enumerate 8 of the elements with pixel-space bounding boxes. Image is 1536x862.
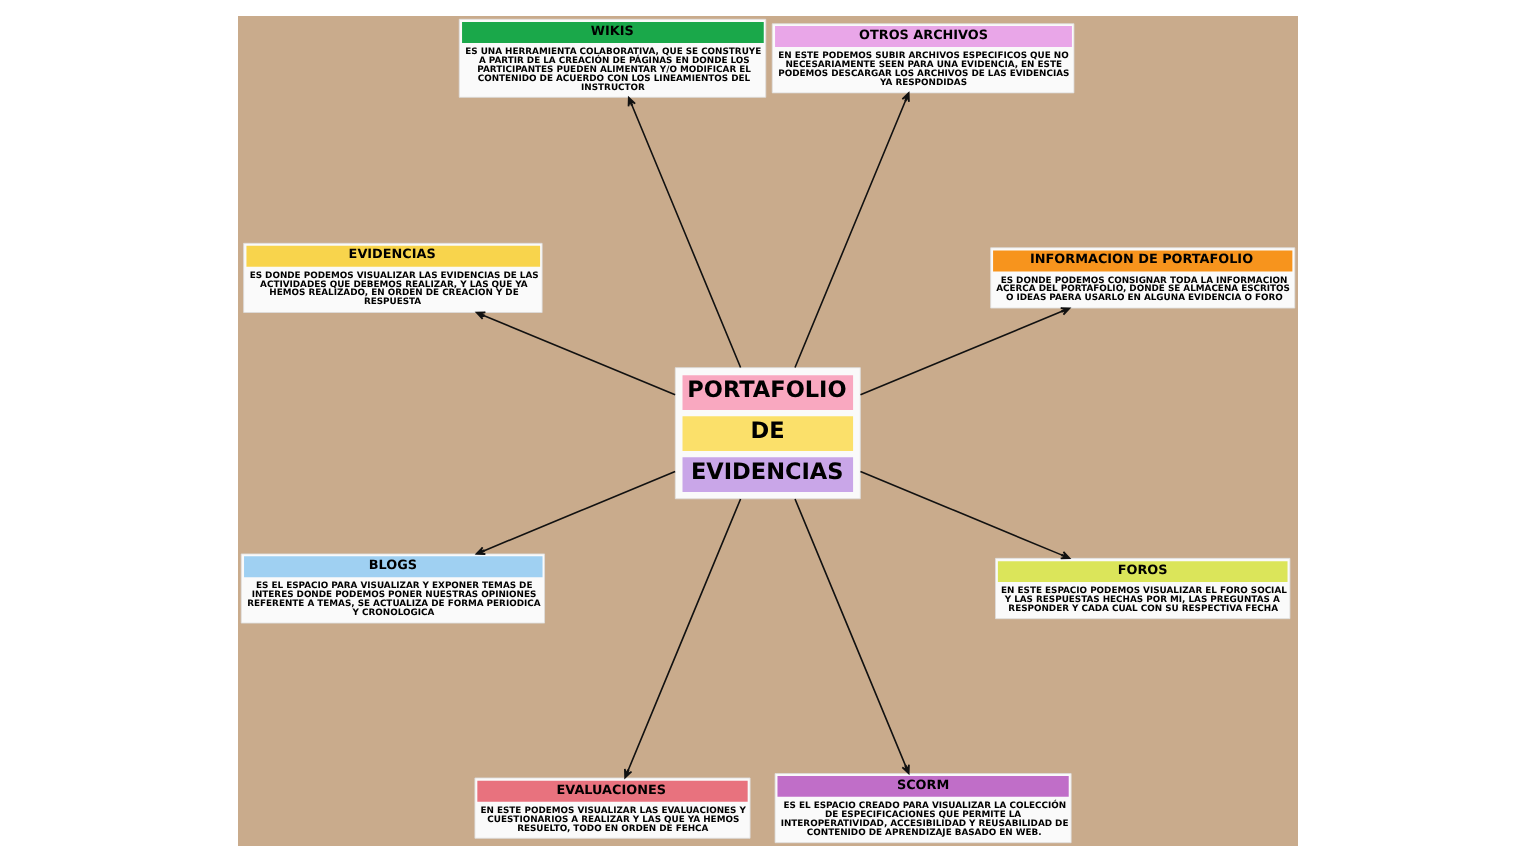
arrow (859, 470, 1071, 560)
arrow (475, 311, 676, 396)
arrow (794, 92, 910, 369)
arrow (624, 498, 742, 779)
arrow (859, 307, 1071, 396)
arrow (794, 498, 910, 775)
arrow (475, 470, 676, 555)
arrow (627, 96, 742, 369)
